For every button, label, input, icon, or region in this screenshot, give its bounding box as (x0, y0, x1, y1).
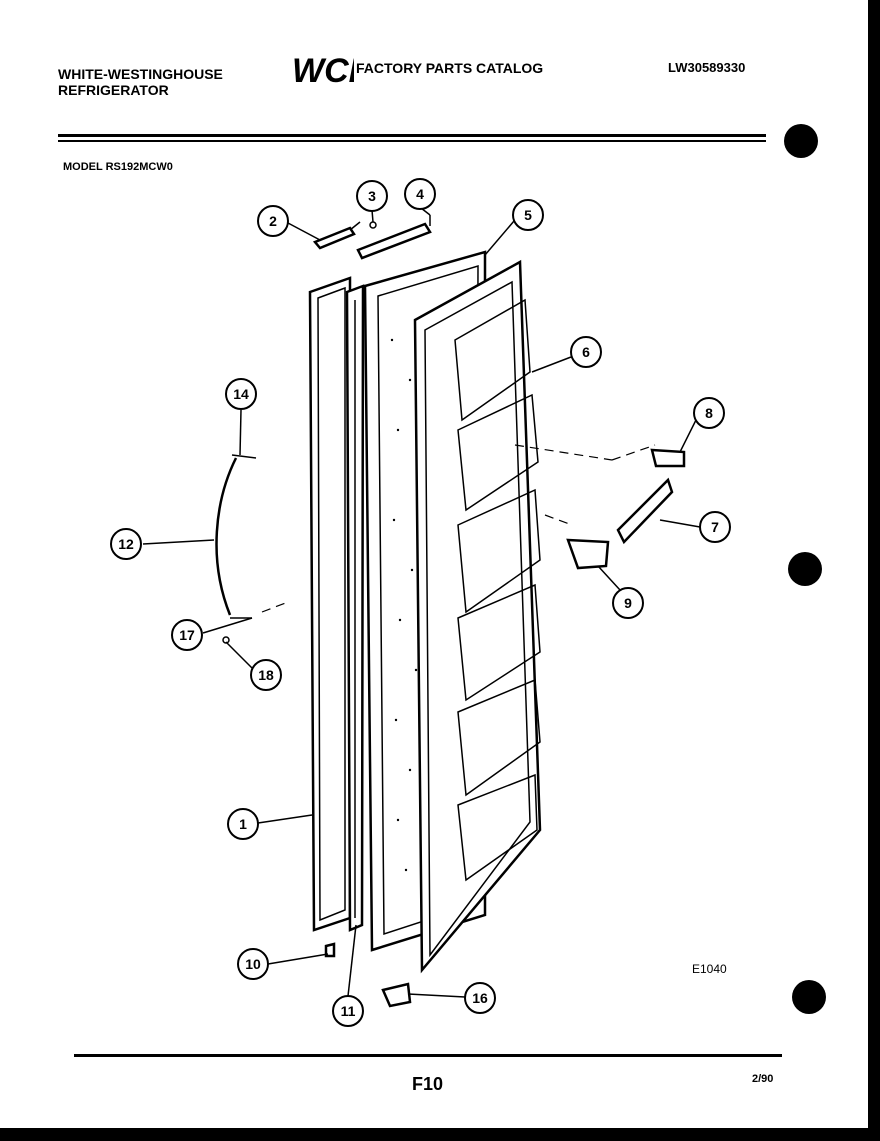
shelf-bracket-parts (566, 448, 686, 570)
callout-12: 12 (110, 528, 142, 560)
door-outer-panel (308, 276, 352, 932)
svg-text:18: 18 (258, 667, 274, 683)
catalog-title: FACTORY PARTS CATALOG (356, 60, 544, 76)
inner-door-liner (413, 259, 542, 974)
footer-rule (74, 1054, 782, 1057)
wci-logo: WCI (292, 52, 354, 88)
door-stop-part (324, 942, 336, 958)
callout-17: 17 (171, 619, 203, 651)
callout-5: 5 (512, 199, 544, 231)
callout-7: 7 (699, 511, 731, 543)
callout-18: 18 (250, 659, 282, 691)
callout-3: 3 (356, 180, 388, 212)
binder-hole-bottom (792, 980, 826, 1014)
model-label: MODEL RS192MCW0 (63, 161, 173, 173)
callout-10: 10 (237, 948, 269, 980)
svg-text:16: 16 (472, 990, 488, 1006)
top-trim-parts (312, 215, 432, 260)
svg-text:14: 14 (233, 386, 249, 402)
svg-text:3: 3 (368, 188, 376, 204)
brand-line-1: WHITE-WESTINGHOUSE (58, 66, 223, 82)
callout-11: 11 (332, 995, 364, 1027)
door-handle (215, 454, 257, 644)
callout-14: 14 (225, 378, 257, 410)
brand-line-2: REFRIGERATOR (58, 82, 169, 98)
svg-text:7: 7 (711, 519, 719, 535)
svg-text:11: 11 (341, 1003, 356, 1019)
svg-text:9: 9 (624, 595, 632, 611)
binder-hole-middle (788, 552, 822, 586)
callout-6: 6 (570, 336, 602, 368)
svg-text:10: 10 (245, 956, 261, 972)
svg-text:12: 12 (118, 536, 134, 552)
svg-text:2: 2 (269, 213, 277, 229)
header-rule-bottom (58, 140, 766, 142)
callout-16: 16 (464, 982, 496, 1014)
callout-1: 1 (227, 808, 259, 840)
leader-lines (142, 207, 701, 998)
bottom-hinge-part (381, 982, 412, 1008)
door-gasket (345, 284, 365, 932)
callout-9: 9 (612, 587, 644, 619)
svg-text:5: 5 (524, 207, 532, 223)
svg-text:8: 8 (705, 405, 713, 421)
page-code: F10 (412, 1074, 444, 1094)
svg-text:6: 6 (582, 344, 590, 360)
header-rule-top (58, 134, 766, 137)
door-shelves (454, 298, 541, 882)
figure-code: E1040 (692, 962, 727, 976)
callout-2: 2 (257, 205, 289, 237)
callout-8: 8 (693, 397, 725, 429)
logo-text: WCI (292, 52, 354, 88)
callout-4: 4 (404, 178, 436, 210)
svg-text:17: 17 (179, 627, 195, 643)
catalog-date: 2/90 (752, 1073, 774, 1085)
svg-text:1: 1 (239, 816, 247, 832)
binder-hole-top (784, 124, 818, 158)
document-number: LW30589330 (668, 60, 746, 75)
brand-block: WHITE-WESTINGHOUSE REFRIGERATOR (58, 66, 223, 98)
svg-text:4: 4 (416, 186, 424, 202)
